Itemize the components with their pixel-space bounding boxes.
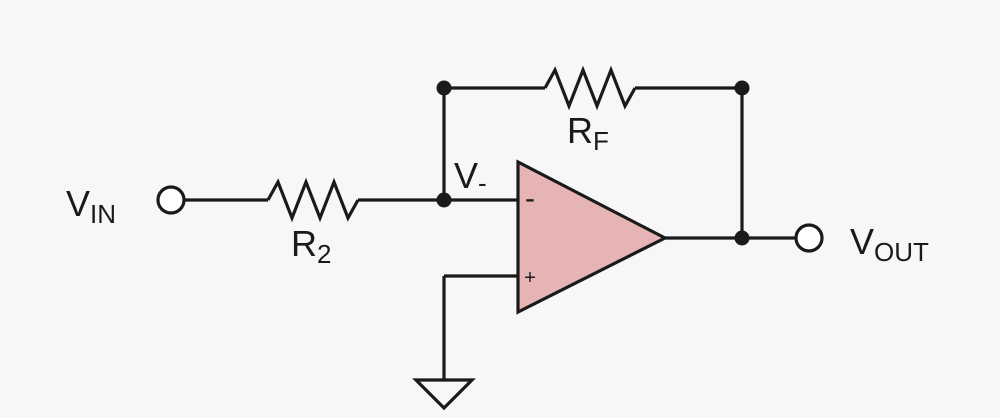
rf-label-sub: F [593, 126, 609, 156]
vin-label-sub: IN [90, 199, 116, 229]
vout-label: VOUT [850, 221, 929, 267]
rf-label: RF [567, 110, 609, 156]
vin-terminal [156, 185, 186, 215]
vminus-label-sub: - [478, 168, 487, 198]
vout-label-sub: OUT [874, 237, 929, 267]
resistor-r2 [266, 177, 360, 223]
r2-label-sub: 2 [317, 239, 331, 269]
vout-terminal [794, 223, 824, 253]
ground-symbol-icon [412, 378, 476, 411]
r2-label-main: R [291, 223, 317, 264]
opamp-inverting-sign: - [525, 182, 535, 215]
vout-label-main: V [850, 221, 874, 262]
junction-dot-output-node [734, 230, 750, 246]
resistor-rf [543, 65, 637, 111]
vminus-label: V- [454, 155, 487, 198]
vin-label-main: V [66, 183, 90, 224]
junction-dot-feedback-left [436, 80, 452, 96]
rf-label-main: R [567, 110, 593, 151]
opamp-noninverting-sign: + [524, 267, 536, 289]
junction-dot-feedback-right [734, 80, 750, 96]
r2-label: R2 [291, 223, 331, 269]
vminus-label-main: V [454, 155, 478, 196]
opamp-triangle [516, 159, 669, 315]
vin-label: VIN [66, 183, 116, 229]
junction-dot-inverting-node [436, 192, 452, 208]
